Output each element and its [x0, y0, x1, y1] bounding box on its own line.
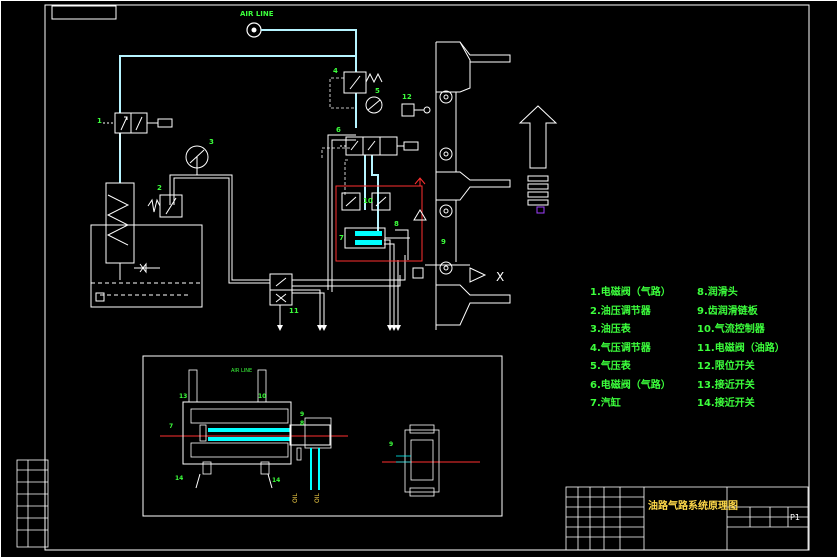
- title-block: [565, 486, 809, 551]
- legend-item-13: 13.接近开关: [697, 379, 755, 391]
- pilot-lines: [321, 77, 356, 195]
- legend-item-9: 9.齿润滑链板: [697, 305, 758, 317]
- detail-number-13: 13: [179, 393, 187, 400]
- legend-item-1: 1.电磁阀（气路）: [590, 287, 671, 298]
- legend-item-2: 2.油压调节器: [590, 305, 651, 317]
- legend-item-12: 12.限位开关: [697, 361, 755, 372]
- component-numbers: 1 2 3 4 5 6 12 9 10 7 8 11: [97, 67, 446, 315]
- oil-regulator-2: [147, 194, 183, 218]
- chain-conveyor: X: [412, 41, 511, 330]
- limit-switch-12: [401, 103, 431, 117]
- detail-number-9: 9: [300, 411, 304, 418]
- detail-air-line-label: AIR LINE: [231, 368, 252, 374]
- detail-number-10: 10: [258, 393, 266, 400]
- detail-number-14a: 14: [175, 475, 183, 482]
- number-8: 8: [394, 220, 399, 228]
- number-10: 10: [363, 197, 373, 205]
- number-2: 2: [157, 184, 162, 192]
- number-5: 5: [375, 87, 380, 95]
- legend-left: 1.电磁阀（气路） 2.油压调节器 3.油压表 4.气压调节器 5.气压表 6.…: [590, 284, 671, 414]
- oil-label-1: OIL: [292, 493, 299, 503]
- oil-tank: [90, 182, 203, 308]
- oil-label-2: OIL: [314, 493, 321, 503]
- valve-6: [340, 136, 419, 156]
- detail-number-14b: 14: [272, 477, 280, 484]
- number-1: 1: [97, 117, 102, 125]
- number-9: 9: [441, 238, 446, 246]
- valve-11: [269, 273, 293, 306]
- detail-number-7: 7: [169, 423, 173, 430]
- legend-item-10: 10.气流控制器: [697, 324, 765, 335]
- top-left-tag: [51, 5, 117, 20]
- legend-right: 8.润滑头 9.齿润滑链板 10.气流控制器 11.电磁阀（油路） 12.限位开…: [697, 284, 785, 414]
- air-line-inlet: AIR LINE: [240, 10, 274, 38]
- title-block-title: 油路气路系统原理图: [648, 501, 738, 512]
- detail-number-8: 8: [300, 420, 304, 427]
- title-block-sheet: P1: [790, 513, 800, 522]
- number-11: 11: [289, 307, 299, 315]
- detail-view: AIR LINE OIL OIL 13 10 9 8 7 14 14 9: [142, 355, 503, 517]
- number-6: 6: [336, 126, 341, 134]
- air-regulator-4: [343, 71, 383, 94]
- pressure-gauge-3: [185, 145, 209, 169]
- legend-item-11: 11.电磁阀（油路）: [697, 342, 785, 354]
- direction-arrow: [518, 105, 558, 214]
- oil-outlets: [277, 325, 401, 331]
- number-7: 7: [339, 234, 344, 242]
- detail-number-9b: 9: [389, 441, 393, 448]
- oil-pipes: [119, 133, 470, 325]
- number-12: 12: [402, 93, 412, 101]
- number-4: 4: [333, 67, 338, 75]
- legend-item-6: 6.电磁阀（气路）: [590, 379, 671, 391]
- air-line-label: AIR LINE: [240, 10, 274, 18]
- air-gauge-5: [365, 96, 383, 114]
- inner-frame: [44, 4, 810, 551]
- legend-item-4: 4.气压调节器: [590, 342, 651, 354]
- legend-item-14: 14.接近开关: [697, 398, 755, 409]
- legend-item-5: 5.气压表: [590, 361, 631, 372]
- legend-item-8: 8.润滑头: [697, 287, 738, 298]
- valve-1: [103, 112, 173, 134]
- left-revision-block: [16, 459, 49, 548]
- cylinder-assembly: [335, 177, 427, 262]
- number-3: 3: [209, 138, 214, 146]
- output-marker: X: [496, 270, 504, 284]
- legend-item-3: 3.油压表: [590, 324, 631, 335]
- legend-item-7: 7.汽缸: [590, 398, 621, 409]
